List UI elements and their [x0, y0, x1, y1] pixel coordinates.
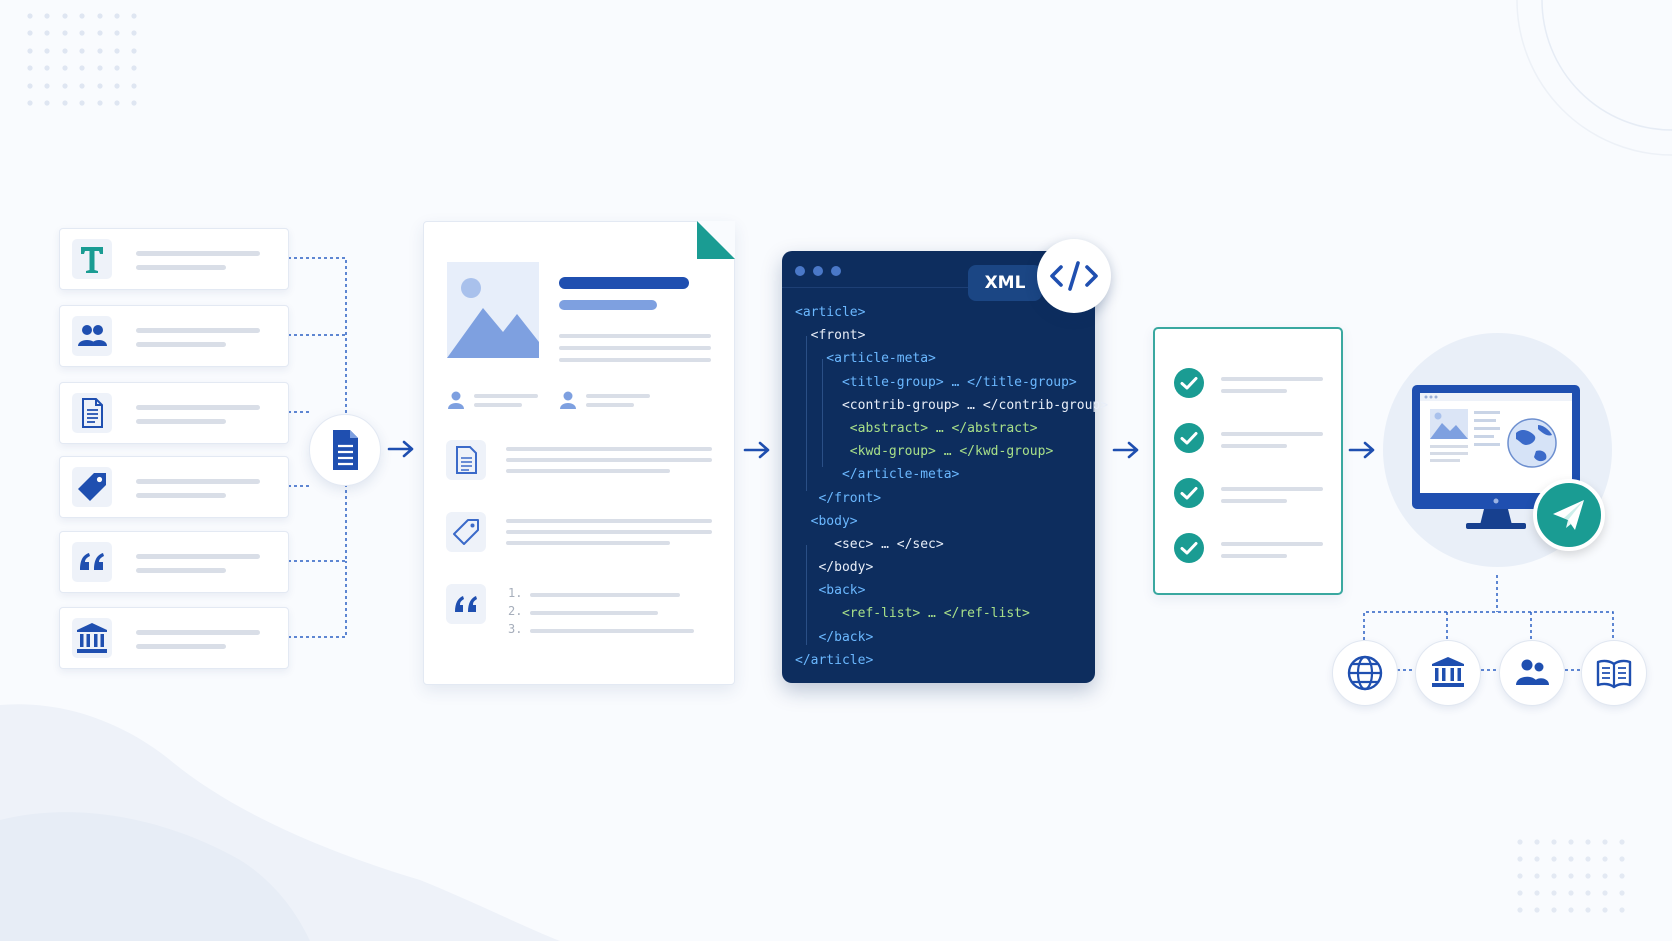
- channel-web: [1332, 640, 1398, 706]
- xml-code-line: <kwd-group> … </kwd-group>: [795, 444, 1054, 460]
- institution-icon: [72, 618, 112, 658]
- arrow-right-icon: [1348, 441, 1375, 459]
- source-card-keywords: [59, 456, 289, 518]
- author-icon: [448, 391, 464, 409]
- structured-document: 1. 2. 3.: [423, 221, 735, 685]
- window-dot: [831, 266, 841, 276]
- merge-hub: [309, 414, 381, 486]
- quote-icon: [455, 596, 477, 612]
- users-icon: [1516, 659, 1549, 685]
- check-icon: [1174, 423, 1204, 453]
- code-badge: [1037, 239, 1111, 313]
- source-card-abstract: [59, 382, 289, 444]
- tag-icon: [72, 467, 112, 507]
- source-card-references: [59, 531, 289, 593]
- xml-code-line: </back>: [795, 629, 874, 645]
- arrow-right-icon: [387, 440, 414, 458]
- xml-code-line: </body>: [795, 560, 874, 576]
- reference-number: 2.: [508, 604, 523, 618]
- xml-code-line: <article>: [795, 305, 866, 320]
- window-dot: [813, 266, 823, 276]
- xml-code-line: </article-meta>: [795, 467, 960, 483]
- xml-code-line: <contrib-group> … </contrib-group>: [795, 397, 1109, 413]
- page-fold: [697, 221, 735, 259]
- window-dot: [795, 266, 805, 276]
- tag-icon: [453, 519, 479, 545]
- xml-code-panel: XML <article> <front> <article-meta> <ti…: [782, 239, 1111, 683]
- source-card-authors: [59, 305, 289, 367]
- check-icon: [1174, 533, 1204, 563]
- reference-number: 3.: [508, 622, 523, 636]
- document-icon: [333, 430, 358, 470]
- text-icon: [72, 239, 112, 279]
- channel-library: [1581, 640, 1647, 706]
- paper-plane-icon: [1553, 500, 1584, 530]
- doc-title-bar: [559, 277, 689, 289]
- xml-code-line: <sec> … </sec>: [795, 536, 944, 552]
- author-icon: [560, 391, 576, 409]
- reference-number: 1.: [508, 586, 523, 600]
- xml-code-line: </article>: [795, 652, 874, 668]
- monitor-icon: [1412, 385, 1580, 529]
- publish-badge: [1533, 479, 1605, 551]
- xml-code: <article> <front> <article-meta> <title-…: [795, 301, 1108, 672]
- document-icon: [456, 446, 477, 474]
- quote-icon: [72, 542, 112, 582]
- arrow-right-icon: [743, 441, 770, 459]
- xml-code-line: <ref-list> … </ref-list>: [795, 606, 1030, 622]
- check-icon: [1174, 478, 1204, 508]
- globe-icon: [1347, 655, 1383, 691]
- arrow-right-icon: [1112, 441, 1139, 459]
- book-icon: [1596, 659, 1632, 689]
- xml-badge: XML: [968, 265, 1042, 301]
- source-card-affiliation: [59, 607, 289, 669]
- channel-community: [1499, 640, 1565, 706]
- image-placeholder-icon: [447, 262, 539, 358]
- xml-code-line: <title-group> … </title-group>: [795, 374, 1077, 390]
- xml-code-line: <article-meta>: [795, 351, 936, 367]
- authors-icon: [72, 316, 112, 356]
- code-icon: [1050, 261, 1098, 291]
- document-icon: [72, 393, 112, 433]
- xml-code-line: <front>: [795, 328, 866, 344]
- institution-icon: [1432, 657, 1464, 687]
- source-card-title: [59, 228, 289, 290]
- xml-code-line: <body>: [795, 513, 858, 529]
- channel-institution: [1415, 640, 1481, 706]
- xml-code-line: </front>: [795, 490, 882, 506]
- check-icon: [1174, 368, 1204, 398]
- validation-checklist: [1153, 327, 1343, 595]
- xml-code-line: <abstract> … </abstract>: [795, 420, 1038, 436]
- doc-subtitle-bar: [559, 300, 657, 310]
- xml-code-line: <back>: [795, 583, 866, 599]
